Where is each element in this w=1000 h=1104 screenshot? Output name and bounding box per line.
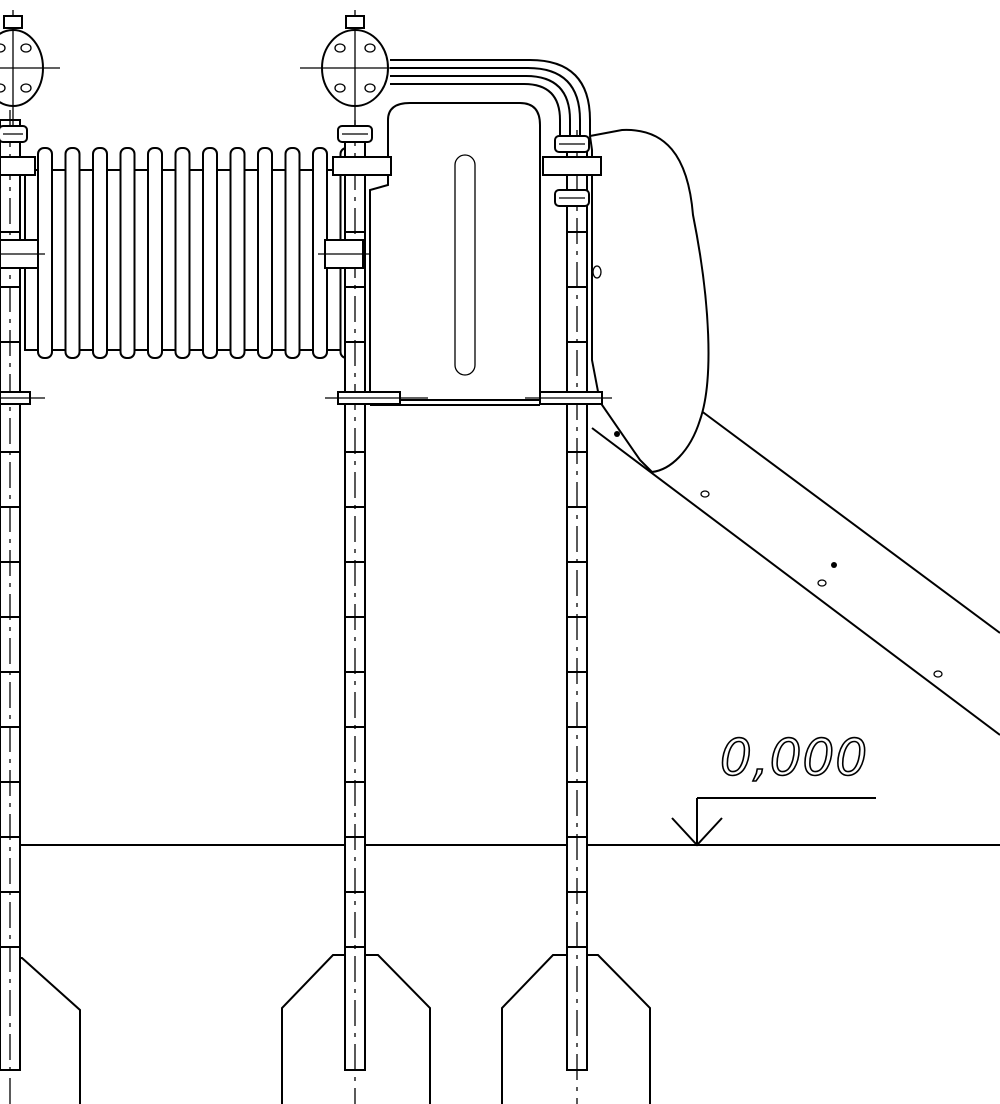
flange-middle bbox=[300, 10, 400, 130]
bellows-rib bbox=[229, 147, 246, 359]
panel-slot bbox=[454, 154, 476, 376]
cable-sleeve bbox=[588, 128, 710, 474]
elevation-arrow-icon bbox=[671, 817, 723, 847]
clamps bbox=[0, 125, 612, 405]
bellows-rib bbox=[202, 147, 218, 359]
bracket-right bbox=[542, 156, 602, 176]
support-post-right bbox=[566, 130, 588, 1104]
u-pipe-loop bbox=[369, 59, 591, 406]
bellows-rib bbox=[64, 147, 81, 359]
bracket-middle bbox=[332, 156, 392, 176]
bellows-rib bbox=[119, 147, 136, 359]
elevation-mark: 0,000 bbox=[671, 728, 876, 847]
bellows-rib bbox=[284, 147, 301, 359]
bellows-rib bbox=[92, 147, 108, 359]
bellows-compensator bbox=[24, 147, 356, 359]
bellows-rib bbox=[174, 147, 191, 359]
sleeve-bolt bbox=[592, 265, 602, 279]
insulator-flanges bbox=[0, 10, 400, 130]
bellows-rib bbox=[147, 147, 163, 359]
elevation-label: 0,000 bbox=[720, 729, 868, 787]
cable-upper-edge bbox=[699, 409, 1000, 634]
foundations bbox=[0, 954, 651, 1104]
flange-left bbox=[0, 10, 60, 130]
bellows-rib bbox=[257, 147, 273, 359]
cable-lower-edge bbox=[591, 427, 1000, 736]
bracket-left bbox=[0, 156, 36, 176]
bellows-rib bbox=[37, 147, 53, 359]
